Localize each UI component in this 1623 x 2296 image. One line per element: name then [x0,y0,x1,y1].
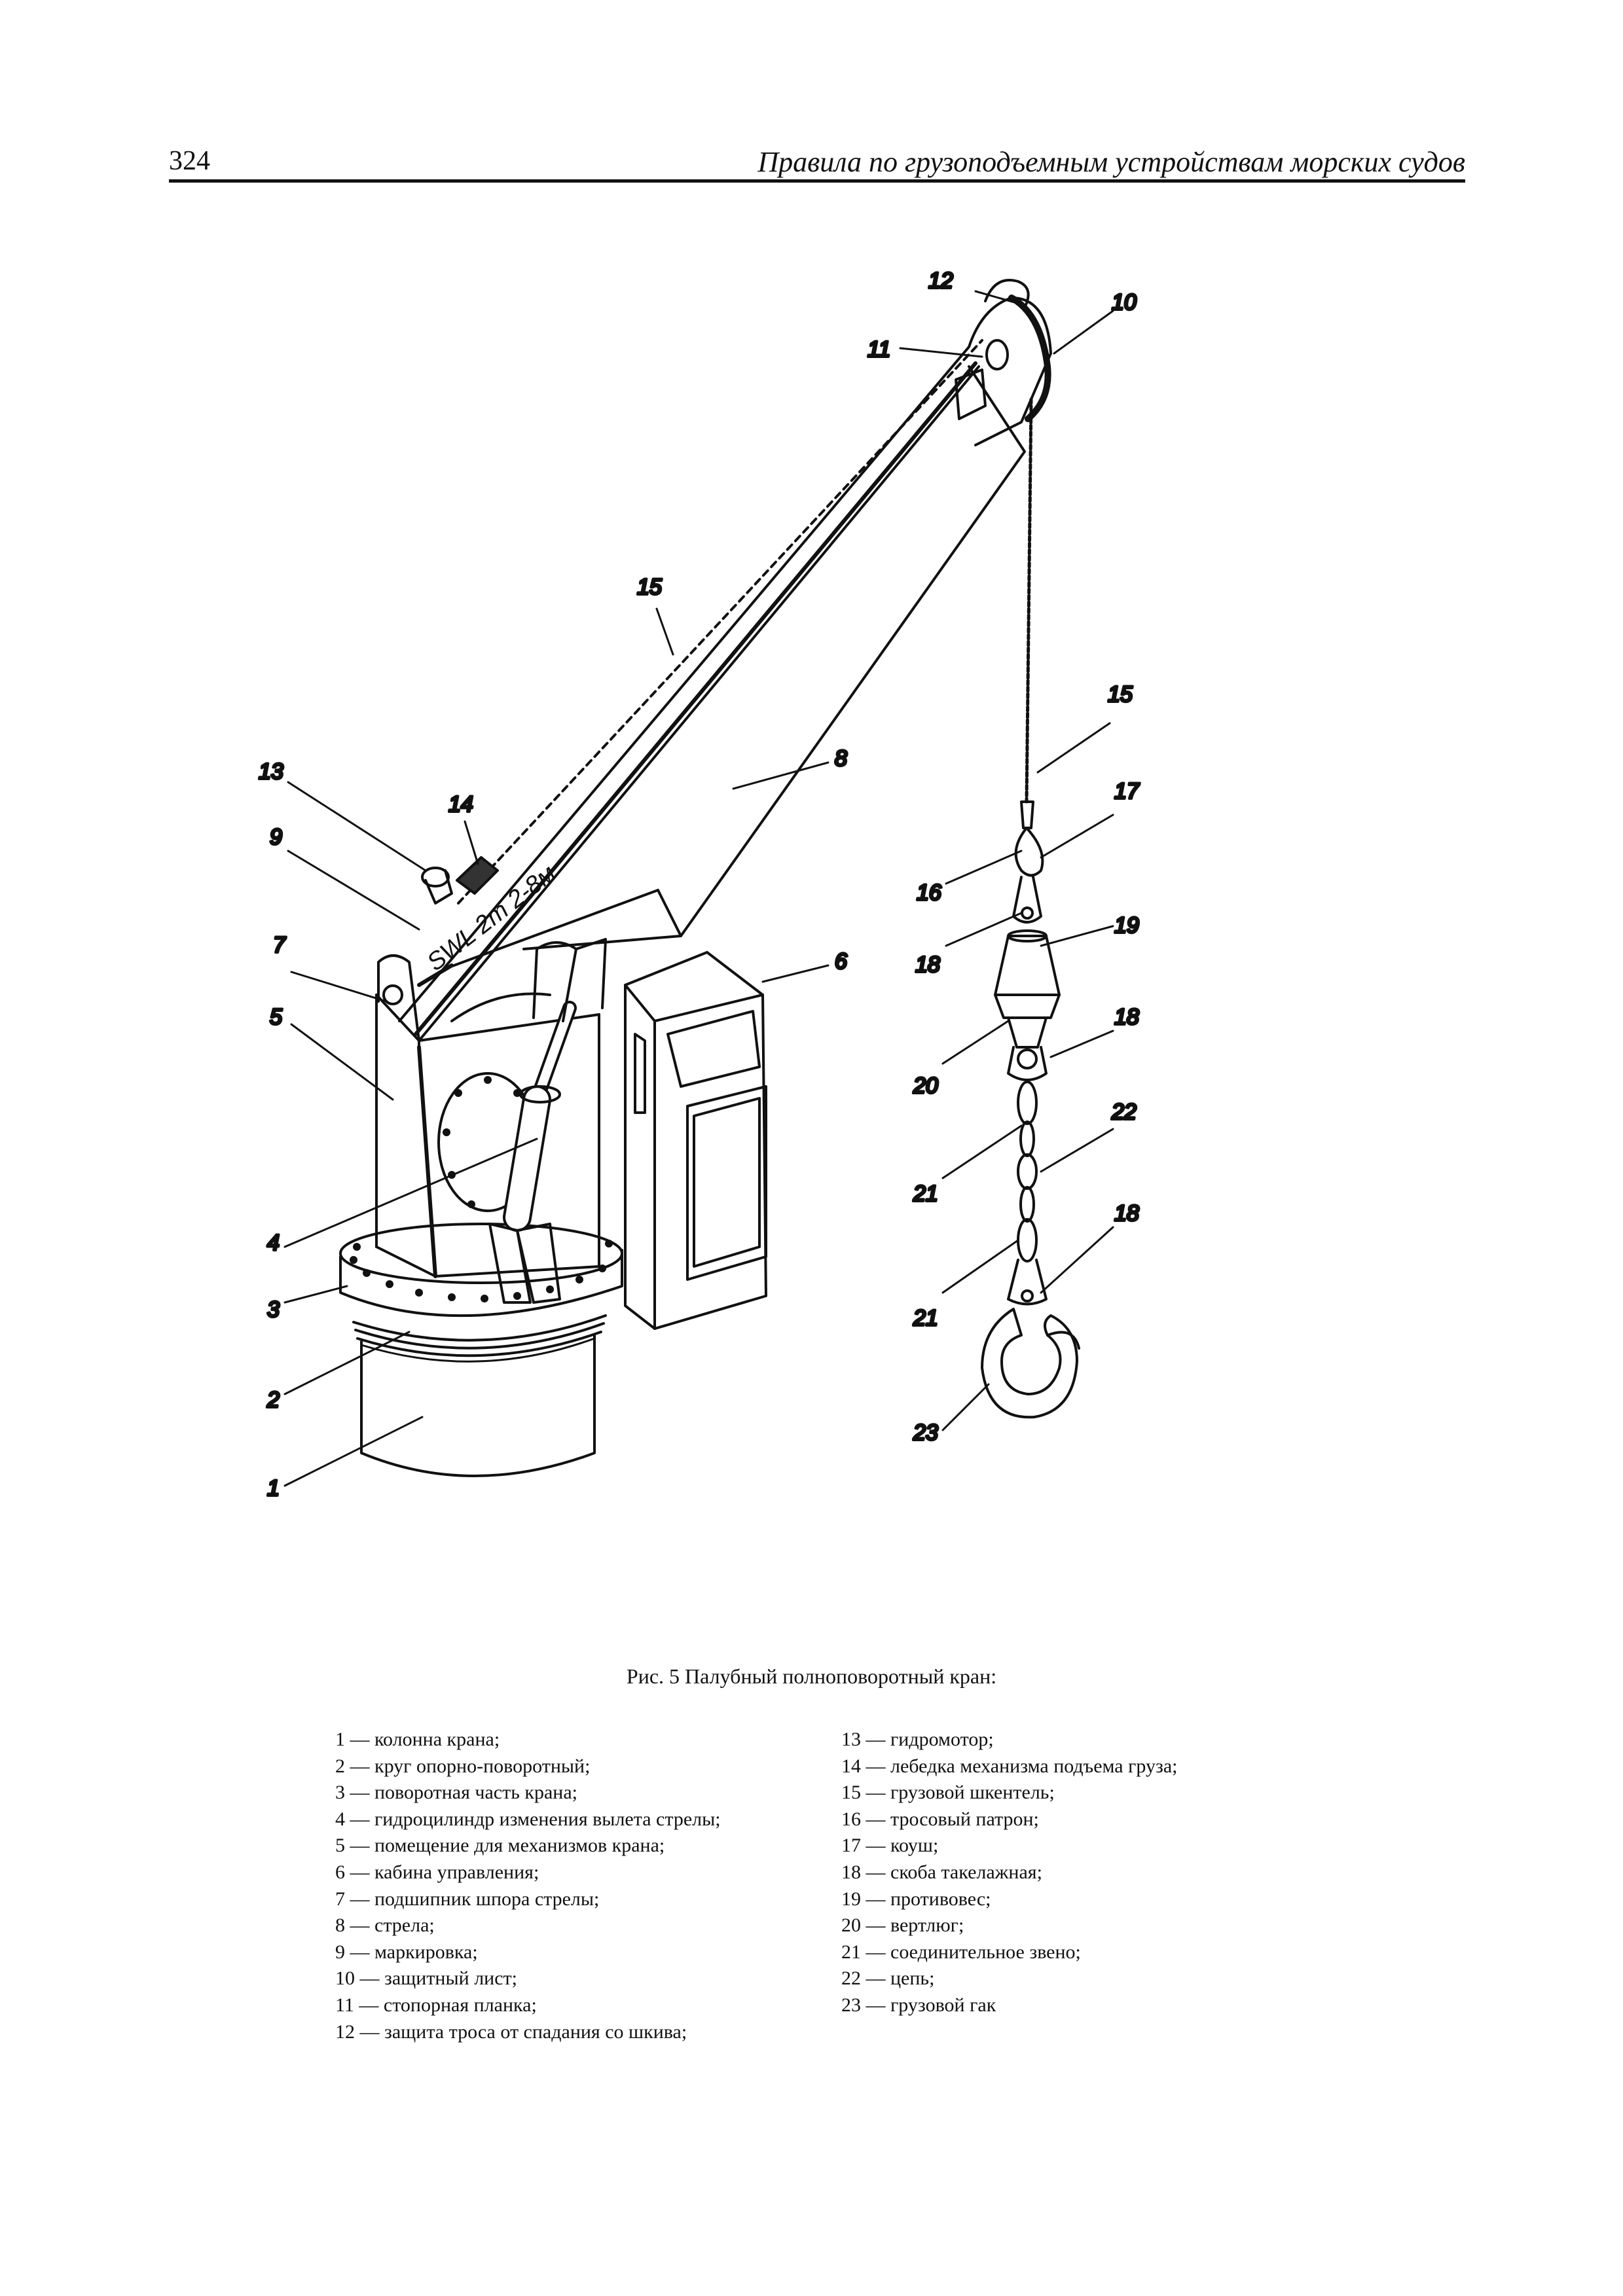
callout-18-mid: 18 [1114,1005,1139,1030]
legend-item: 1 — колонна крана; [335,1729,500,1750]
hydraulic-motor [421,867,453,905]
callout-7: 7 [273,933,286,958]
boom-foot-bearing [377,954,420,1042]
crane-drawing: SWL 2т 2-8м [257,267,1141,1502]
callout-9: 9 [270,825,282,850]
wire-rope [1025,397,1033,804]
legend-item: 10 — защитный лист; [335,1967,517,1990]
counterweight [994,929,1061,1019]
cable-along-boom [457,339,983,905]
rope-socket [1020,800,1034,829]
callout-4: 4 [267,1230,280,1255]
boom-head [955,279,1052,446]
chain [1017,1081,1038,1263]
callout-17: 17 [1114,779,1140,804]
boom [398,346,1026,1042]
callout-15-boom: 15 [637,575,662,600]
callout-21-upper: 21 [913,1181,938,1206]
legend-item: 2 — круг опорно-поворотный; [335,1755,591,1777]
legend-item: 8 — стрела; [335,1914,435,1937]
legend-item: 4 — гидроцилиндр изменения вылета стрелы… [335,1808,721,1830]
figure-caption: Рис. 5 Палубный полноповоротный кран: [626,1664,997,1688]
legend-item: 13 — гидромотор; [841,1729,994,1750]
slewing-ring [352,1314,607,1357]
callout-3: 3 [267,1297,280,1322]
legend-item: 23 — грузовой гак [841,1994,996,2016]
callout-6: 6 [835,949,847,974]
legend-item: 22 — цепь; [841,1967,935,1990]
legend-item: 20 — вертлюг; [841,1914,964,1937]
legend-item: 5 — помещение для механизмов крана; [335,1835,665,1857]
callout-21-lower: 21 [913,1306,938,1331]
thimble [1014,827,1044,877]
cargo-hook [981,1308,1080,1419]
callout-15-rope: 15 [1108,682,1133,707]
swivel [1007,1016,1048,1081]
legend-item: 14 — лебедка механизма подъема груза; [841,1755,1178,1777]
legend-item: 19 — противовес; [841,1888,991,1910]
callout-14: 14 [448,792,473,817]
callout-8: 8 [835,746,847,771]
running-title: Правила по грузоподъемным устройствам мо… [757,146,1465,178]
header-rule [169,179,1465,183]
crane-column [360,1334,596,1477]
callout-12: 12 [928,268,953,293]
legend-item: 16 — тросовый патрон; [841,1808,1039,1830]
callout-2: 2 [266,1388,280,1412]
leader-lines [283,290,1114,1487]
legend-item: 15 — грузовой шкентель; [841,1782,1055,1804]
legend-item: 12 — защита троса от спадания со шкива; [335,2020,687,2043]
control-cabin [624,951,767,1330]
page-header: 324 Правила по грузоподъемным устройства… [169,145,1465,182]
legend-right: 13 — гидромотор; 14 — лебедка механизма … [841,1727,1178,2019]
callout-22: 22 [1111,1100,1137,1124]
legend-item: 7 — подшипник шпора стрелы; [335,1888,600,1910]
crane-figure: SWL 2т 2-8м [257,267,1141,1502]
legend-item: 9 — маркировка; [335,1941,478,1963]
callout-labels: 12 10 11 15 15 8 13 14 9 17 16 7 6 19 18… [257,267,1141,1502]
callout-16: 16 [917,880,941,905]
marking-arrow [417,963,454,987]
callout-10: 10 [1112,290,1137,315]
callout-11: 11 [867,337,890,362]
callout-19: 19 [1114,913,1139,938]
legend-item: 6 — кабина управления; [335,1861,539,1883]
callout-5: 5 [270,1005,282,1030]
callout-20: 20 [913,1073,938,1098]
shackle-bottom [1007,1259,1048,1306]
legend-item: 3 — поворотная часть крана; [335,1782,578,1804]
legend-item: 11 — стопорная планка; [335,1994,537,2016]
callout-18-top: 18 [915,952,940,977]
cylinder-bracket [450,938,607,1022]
legend-left: 1 — колонна крана; 2 — круг опорно-повор… [335,1727,721,2045]
callout-18-bottom: 18 [1114,1201,1139,1226]
legend-item: 18 — скоба такелажная; [841,1861,1042,1883]
winch [456,856,499,895]
page-number: 324 [169,146,210,176]
luffing-cylinder [488,1001,577,1304]
legend-item: 21 — соединительное звено; [841,1941,1081,1963]
legend-item: 17 — коуш; [841,1835,939,1857]
callout-13: 13 [259,759,283,784]
rotating-base [339,1223,623,1318]
callout-23: 23 [913,1420,938,1445]
callout-1: 1 [267,1476,280,1501]
